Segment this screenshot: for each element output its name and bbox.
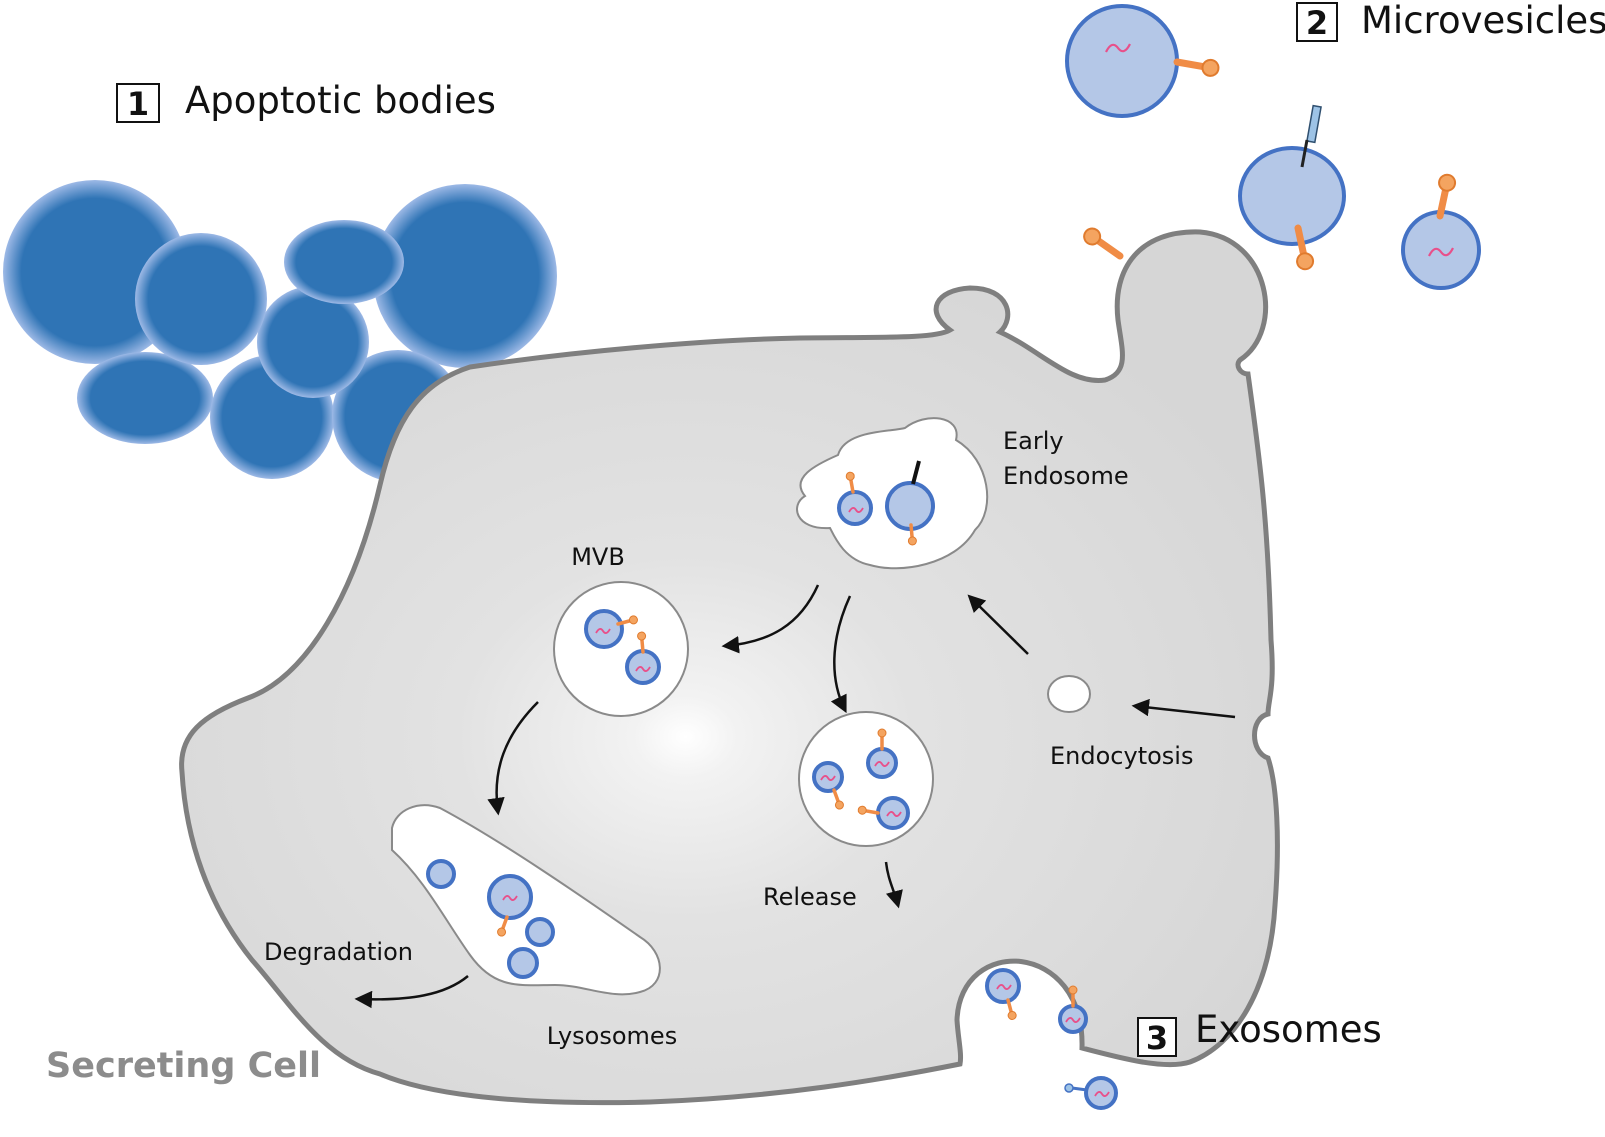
endocytic-vesicle [1047, 675, 1091, 713]
apoptotic-number: 1 [127, 85, 149, 123]
apoptotic-body [257, 286, 369, 398]
apoptotic-body [284, 220, 404, 304]
mvb [553, 581, 689, 717]
number-box [1137, 1017, 1177, 1057]
arrow-endocytosis-to-endosome [967, 594, 1029, 655]
release-label: Release [763, 883, 857, 911]
number-box [1296, 2, 1338, 42]
membrane-protein-icon [1176, 54, 1220, 77]
arrow-release [884, 861, 903, 909]
receptor-icon [1064, 1083, 1088, 1093]
apoptotic-body [135, 233, 267, 365]
degradation-label: Degradation [264, 938, 413, 966]
arrow-degradation [354, 975, 469, 1009]
arrow-mvb-to-lysosome [487, 701, 539, 816]
mvb-label: MVB [571, 543, 625, 571]
apoptotic-bodies-label: 1 Apoptotic bodies [116, 79, 496, 123]
exosome [1058, 984, 1088, 1034]
free-protein-icon [1081, 225, 1125, 262]
release-mvb [798, 711, 934, 847]
microvesicles-label-text: Microvesicles [1361, 0, 1605, 42]
exosomes-number: 3 [1146, 1019, 1168, 1057]
apoptotic-label: Apoptotic bodies [185, 79, 496, 122]
microvesicle [1065, 4, 1220, 118]
early-endosome-label-line2: Endosome [1003, 462, 1129, 490]
apoptotic-body [373, 184, 557, 368]
lysosomes-label: Lysosomes [547, 1022, 677, 1050]
microvesicles-label: 2 Microvesicles [1296, 0, 1605, 42]
arrow-endosome-to-release-mvb [830, 595, 852, 714]
exosomes-label-text: Exosomes [1195, 1008, 1382, 1051]
number-box [116, 83, 160, 123]
exosomes-label: 3 Exosomes [1137, 1008, 1382, 1057]
microvesicles-number: 2 [1306, 4, 1328, 42]
secreting-cell-label: Secreting Cell [46, 1046, 321, 1086]
pathway-arrows [354, 584, 1236, 1009]
exosome [1064, 1076, 1118, 1110]
early-endosome-label-line1: Early [1003, 427, 1064, 455]
receptor-icon [911, 460, 921, 485]
apoptotic-body [77, 352, 213, 444]
arrow-endosome-to-mvb [721, 584, 820, 654]
microvesicle [1238, 104, 1346, 271]
apoptotic-bodies-cluster [3, 180, 557, 482]
early-endosome [796, 417, 989, 570]
lysosome [391, 804, 661, 996]
endocytosis-label: Endocytosis [1050, 742, 1193, 770]
microvesicle [1401, 173, 1481, 290]
arrow-uptake [1131, 698, 1236, 719]
receptor-icon [1300, 104, 1322, 168]
exosome [985, 968, 1021, 1023]
